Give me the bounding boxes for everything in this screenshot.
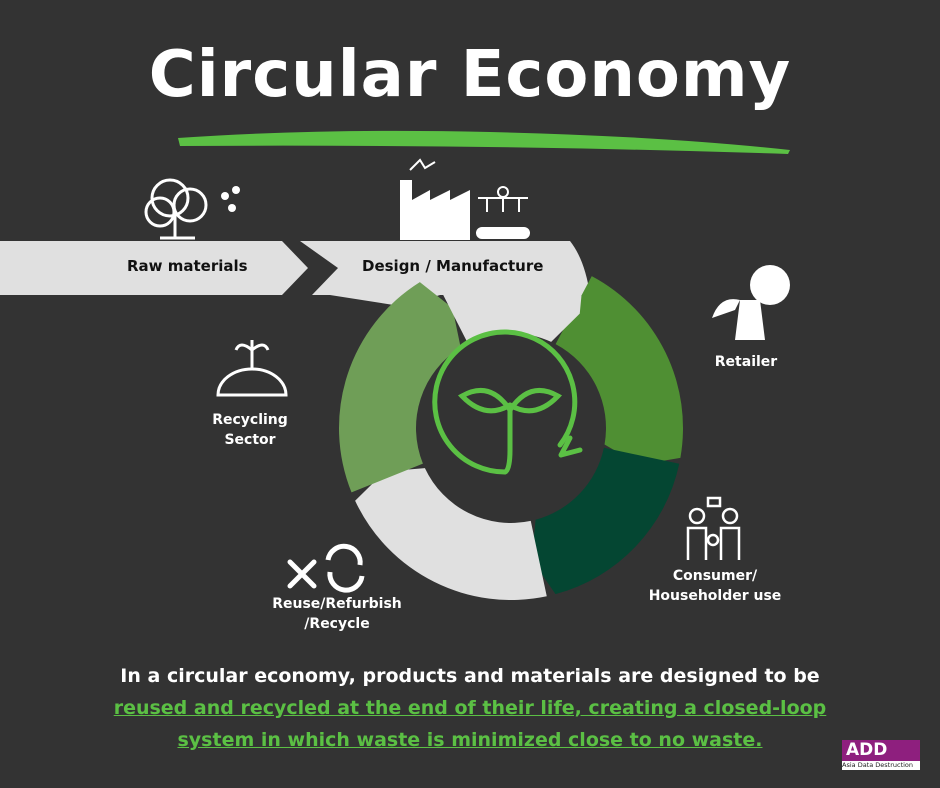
recycling-line1: Recycling (212, 412, 288, 428)
page-title: Circular Economy (148, 38, 792, 112)
logo-mark: ADD (842, 740, 920, 761)
retailer-label: Retailer (714, 354, 778, 370)
caption-line3: system in which waste is minimized close… (177, 729, 763, 751)
raw-materials-band (0, 241, 308, 295)
raw-materials-label: Raw materials (127, 257, 248, 275)
reuse-line1: Reuse/Refurbish (272, 596, 402, 612)
consumer-arc (531, 447, 680, 595)
recycle-arrows-icon (325, 543, 365, 593)
assembly-line-icon (476, 186, 530, 239)
recycling-arc (339, 282, 461, 493)
consumer-line1: Consumer/ (672, 568, 758, 584)
logo-name: Asia Data Destruction (842, 761, 920, 770)
reuse-label: Reuse/Refurbish/Recycle (262, 594, 412, 634)
plant-globe-icon (216, 340, 288, 397)
consumer-line2: Householder use (648, 588, 782, 604)
tools-icon (287, 559, 317, 589)
family-icon (686, 496, 741, 560)
green-brush-underline (178, 130, 790, 154)
tree-icon (144, 178, 208, 240)
consumer-label: Consumer/Householder use (640, 566, 790, 606)
design-manufacture-label: Design / Manufacture (362, 257, 544, 275)
reuse-line2: /Recycle (304, 616, 370, 632)
factory-icon (400, 158, 470, 240)
caption: In a circular economy, products and mate… (60, 660, 880, 756)
water-drops-icon (221, 186, 240, 212)
caption-line1: In a circular economy, products and mate… (120, 665, 820, 687)
sprout-cycle-icon (432, 329, 583, 475)
add-logo: ADD Asia Data Destruction (842, 740, 920, 770)
shopping-icon (712, 265, 790, 340)
caption-line2: reused and recycled at the end of their … (113, 697, 827, 719)
design-arc (432, 256, 584, 344)
recycling-line2: Sector (224, 432, 276, 448)
retailer-arc (555, 276, 684, 465)
reuse-arc (355, 468, 547, 601)
